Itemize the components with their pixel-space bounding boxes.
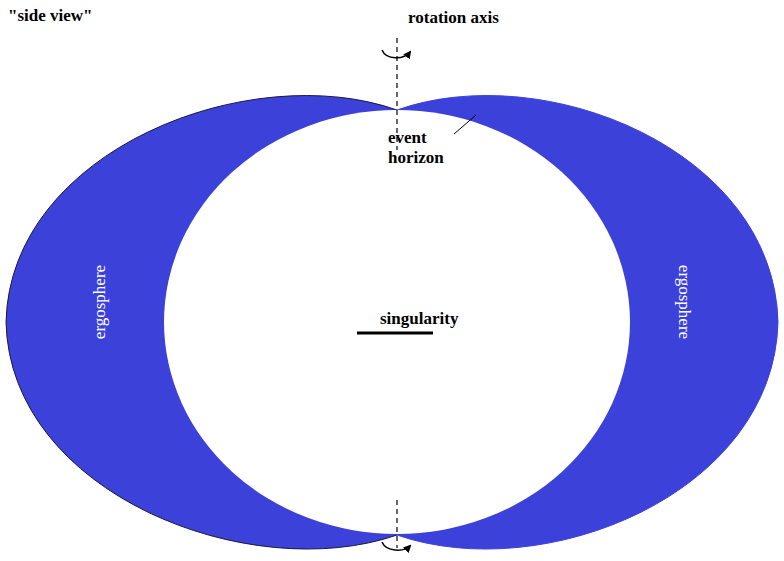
event-horizon-ellipse	[164, 110, 630, 534]
axis-label: rotation axis	[408, 8, 499, 28]
rotation-arrow	[382, 542, 410, 550]
rotation-arrow	[382, 50, 410, 58]
rotation-axis-line	[396, 500, 397, 548]
horizon-label: event horizon	[388, 128, 466, 169]
singularity-line	[357, 332, 433, 335]
ergosphere-label: ergosphere	[90, 265, 110, 339]
ergosphere-label: ergosphere	[674, 265, 694, 339]
leader-line	[454, 115, 476, 134]
singularity-label: singularity	[380, 309, 458, 329]
view-title: "side view"	[8, 6, 93, 26]
